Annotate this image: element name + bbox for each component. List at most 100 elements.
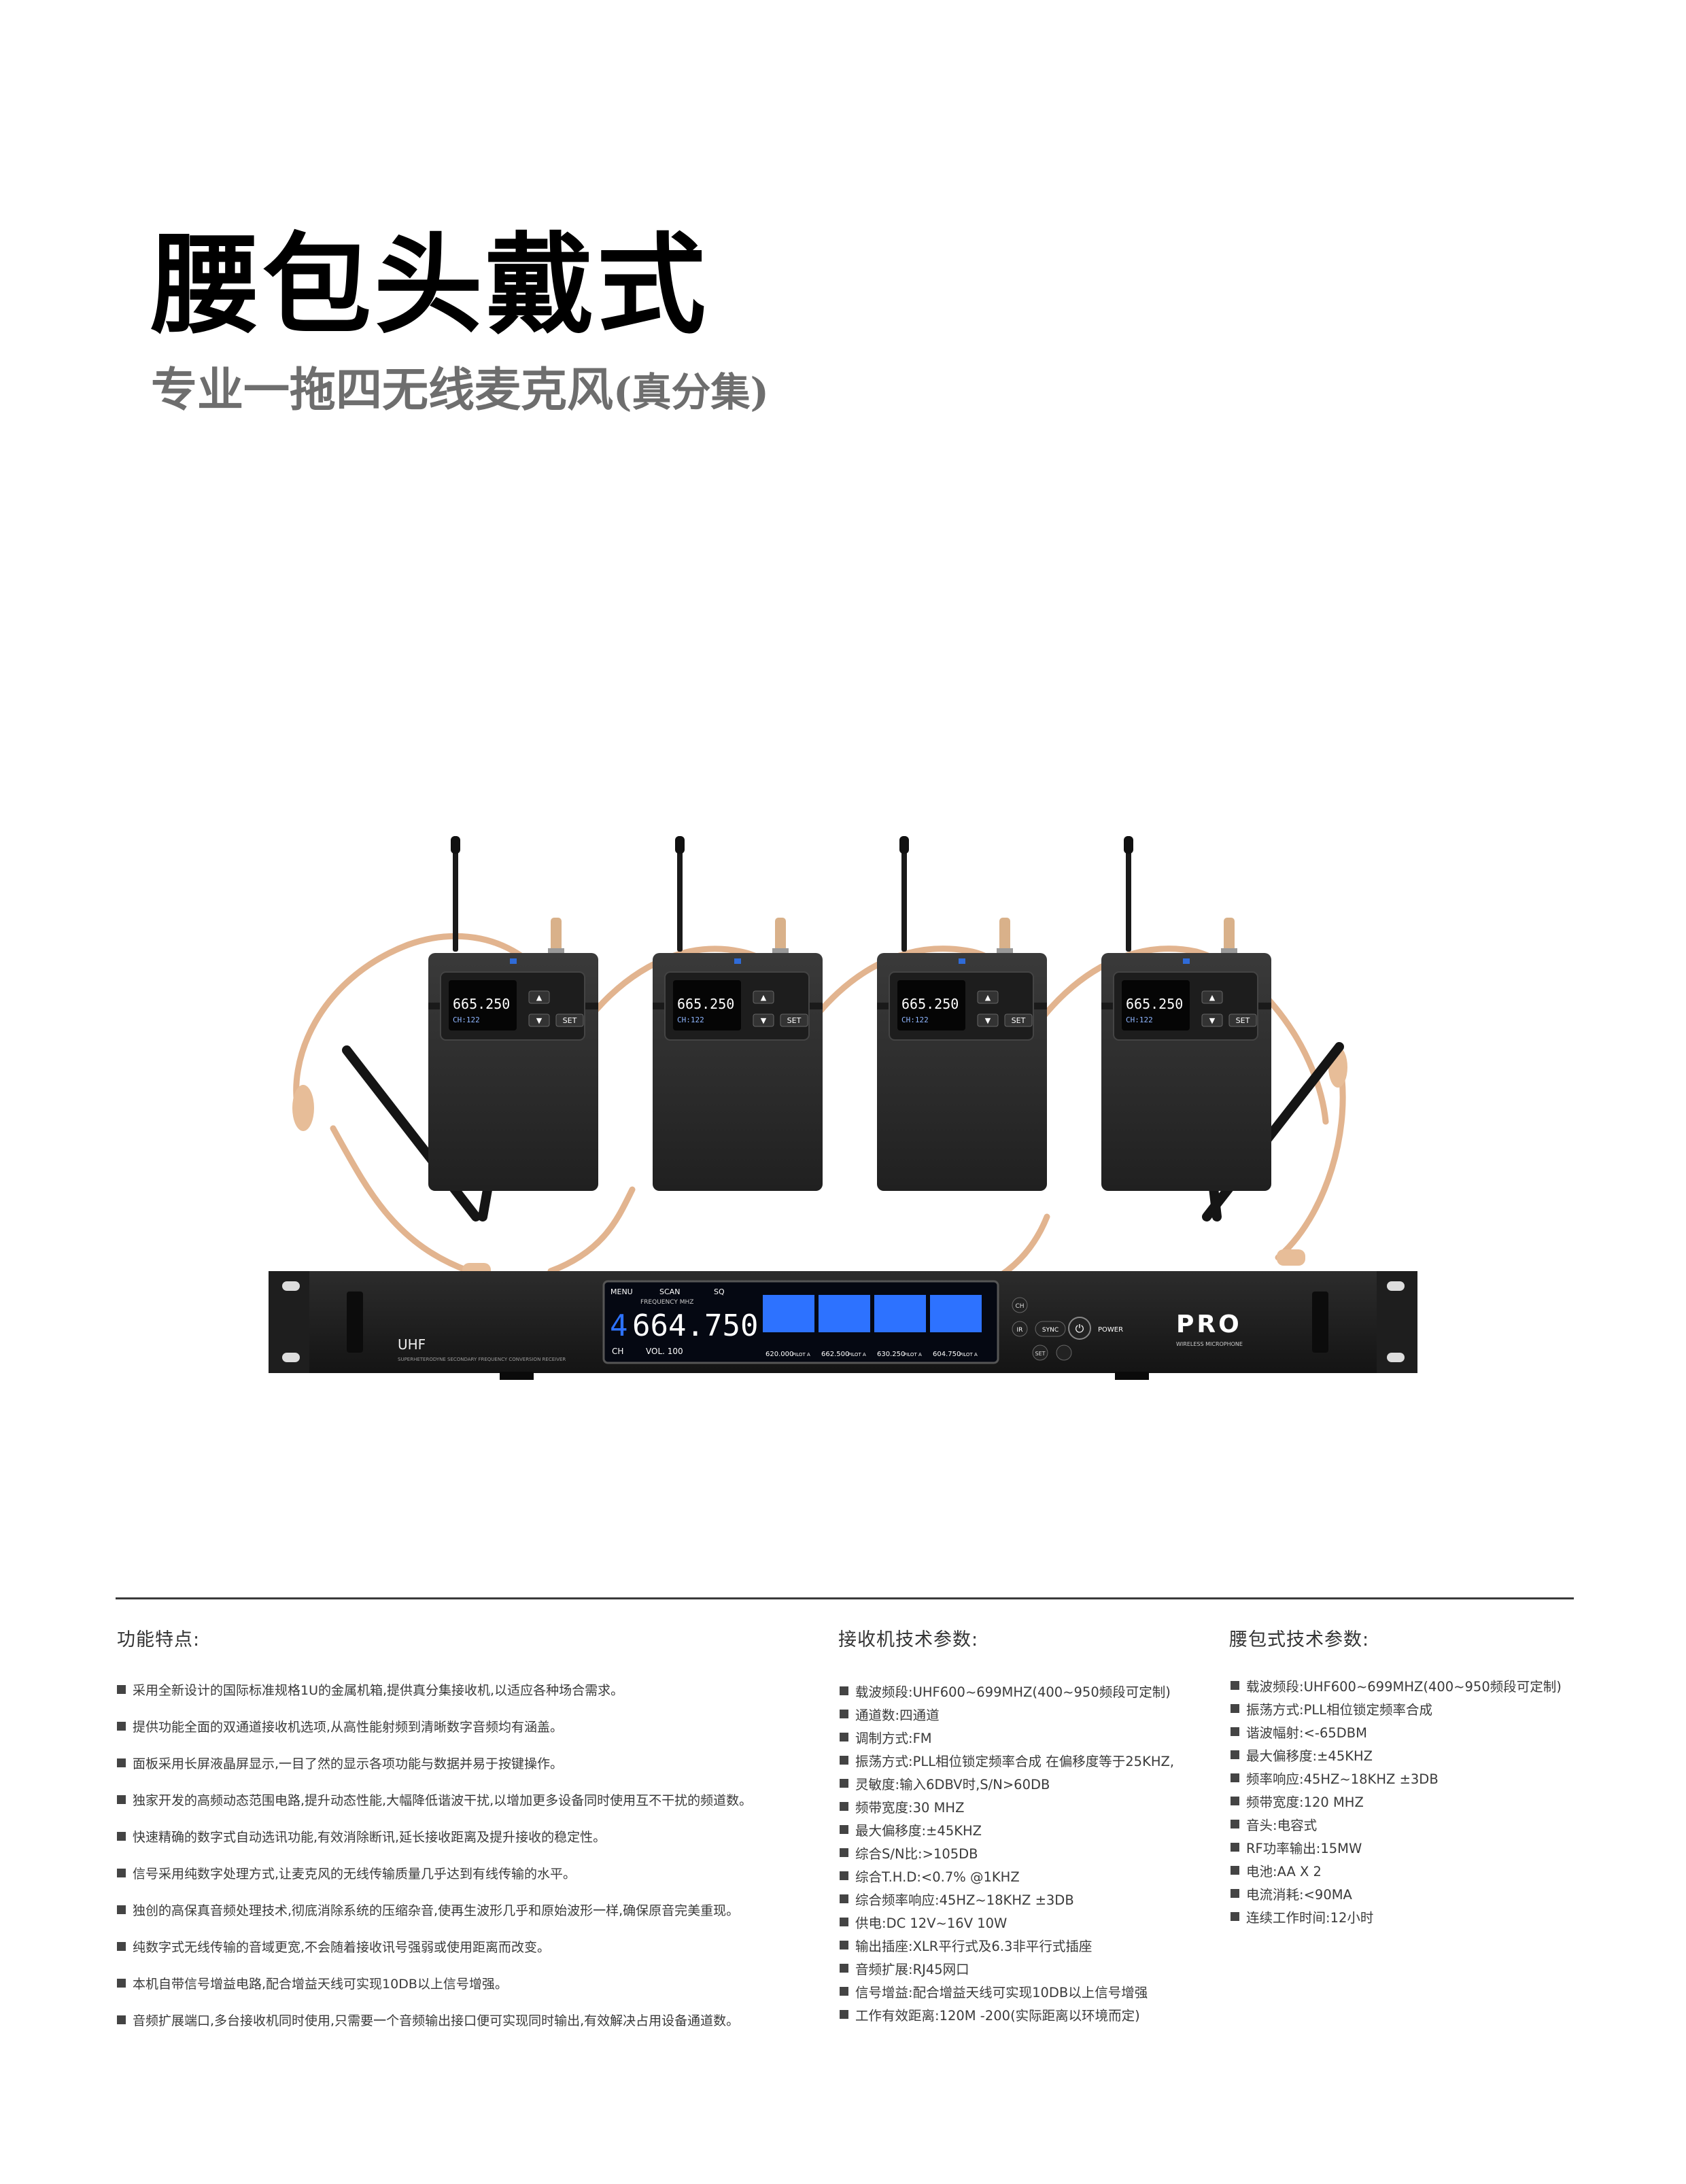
section-divider (116, 1597, 1574, 1599)
product-image: 665.250 CH:122 665.250 CH:122 665.250 CH… (269, 836, 1417, 1380)
pack1-down-button: ▼ (536, 1016, 543, 1025)
pack1-up-button: ▲ (536, 993, 543, 1002)
receiver-spec-item: 供电:DC 12V~16V 10W (840, 1910, 1174, 1933)
channel-3-freq: 630.250 (877, 1351, 905, 1358)
receiver-spec-item: 信号增益:配合增益天线可实现10DB以上信号增强 (840, 1979, 1174, 2003)
bodypack-spec-item: 连续工作时间:12小时 (1231, 1905, 1562, 1928)
lcd-menu: MENU (610, 1287, 633, 1296)
bodypack-screens: 665.250 CH:122 665.250 CH:122 665.250 CH… (453, 996, 1183, 1024)
receiver-spec-item: 灵敏度:输入6DBV时,S/N>60DB (840, 1771, 1174, 1795)
pack1-freq: 665.250 (453, 996, 510, 1012)
feature-item: 独创的高保真音频处理技术,彻底消除系统的压缩杂音,使再生波形几乎和原始波形一样,… (117, 1891, 752, 1928)
bodypack-2 (652, 836, 823, 1192)
pack2-freq: 665.250 (677, 996, 734, 1012)
channel-2-freq: 662.500 (821, 1351, 849, 1358)
feature-item: 面板采用长屏液晶屏显示,一目了然的显示各项功能与数据并易于按键操作。 (117, 1744, 752, 1781)
receiver-spec-item: 工作有效距离:120M -200(实际距离以环境而定) (840, 2003, 1174, 2026)
bodypack-spec-item: 电流消耗:<90MA (1231, 1882, 1562, 1905)
receiver-spec-item: 频带宽度:30 MHZ (840, 1795, 1174, 1818)
receiver-spec-item: 通道数:四通道 (840, 1702, 1174, 1725)
bodypack-specs-title: 腰包式技术参数: (1229, 1629, 1370, 1650)
pack3-up-button: ▲ (985, 993, 991, 1002)
pack3-freq: 665.250 (901, 996, 959, 1012)
pack4-freq: 665.250 (1126, 996, 1183, 1012)
pack4-up-button: ▲ (1209, 993, 1216, 1002)
subtitle-paren: (真分集) (613, 369, 769, 415)
page-title: 腰包头戴式 (151, 222, 709, 349)
receiver-spec-item: 综合频率响应:45HZ~18KHZ ±3DB (840, 1887, 1174, 1910)
pack4-down-button: ▼ (1209, 1016, 1216, 1025)
set-button: SET (1035, 1351, 1045, 1357)
bodypack-spec-item: 载波频段:UHF600~699MHZ(400~950频段可定制) (1231, 1674, 1562, 1697)
feature-item: 音频扩展端口,多台接收机同时使用,只需要一个音频输出接口便可实现同时输出,有效解… (117, 2001, 752, 2038)
bodypack-4 (1101, 836, 1272, 1192)
pack2-set-button: SET (787, 1016, 802, 1025)
receiver-spec-item: 振荡方式:PLL相位锁定频率合成 在偏移度等于25KHZ, (840, 1748, 1174, 1771)
bodypack-spec-item: 音头:电容式 (1231, 1812, 1562, 1835)
pack1-set-button: SET (563, 1016, 577, 1025)
sync-button: SYNC (1042, 1327, 1059, 1334)
ch-button: CH (1015, 1303, 1024, 1310)
receiver-unit (269, 1271, 1417, 1380)
feature-item: 独家开发的高频动态范围电路,提升动态性能,大幅降低谐波干扰,以增加更多设备同时使… (117, 1781, 752, 1818)
receiver-spec-item: 最大偏移度:±45KHZ (840, 1818, 1174, 1841)
power-icon: ⏻ (1076, 1322, 1084, 1335)
brand-sub: WIRELESS MICROPHONE (1176, 1341, 1243, 1347)
bodypack-spec-item: 振荡方式:PLL相位锁定频率合成 (1231, 1697, 1562, 1720)
bodypack-spec-item: 谐波幅射:<-65DBM (1231, 1720, 1562, 1743)
feature-item: 信号采用纯数字处理方式,让麦克风的无线传输质量几乎达到有线传输的水平。 (117, 1854, 752, 1891)
pack2-down-button: ▼ (761, 1016, 767, 1025)
receiver-specs-title: 接收机技术参数: (838, 1629, 979, 1650)
feature-item: 采用全新设计的国际标准规格1U的金属机箱,提供真分集接收机,以适应各种场合需求。 (117, 1671, 752, 1708)
receiver-spec-item: 输出插座:XLR平行式及6.3非平行式插座 (840, 1933, 1174, 1956)
lcd-frequency: 664.750 (632, 1308, 758, 1343)
bodypack-spec-item: 电池:AA X 2 (1231, 1858, 1562, 1882)
lcd-freq-label: FREQUENCY MHZ (640, 1299, 693, 1306)
lcd-ch: CH (612, 1347, 623, 1356)
features-title: 功能特点: (117, 1629, 201, 1650)
receiver-specs-list: 载波频段:UHF600~699MHZ(400~950频段可定制) 通道数:四通道… (840, 1679, 1174, 2026)
subtitle-main: 专业一拖四无线麦克风 (151, 363, 614, 417)
receiver-band: UHF (398, 1336, 426, 1353)
feature-item: 提供功能全面的双通道接收机选项,从高性能射频到清晰数字音频均有涵盖。 (117, 1708, 752, 1744)
pack4-set-button: SET (1236, 1016, 1250, 1025)
bodypack-spec-item: RF功率输出:15MW (1231, 1835, 1562, 1858)
channel-2-pilot: PILOT A (848, 1352, 866, 1357)
pack1-ch: CH:122 (453, 1016, 480, 1024)
channel-4-pilot: PILOT A (959, 1352, 978, 1357)
features-list: 采用全新设计的国际标准规格1U的金属机箱,提供真分集接收机,以适应各种场合需求。… (117, 1671, 752, 2038)
channel-meters (763, 1295, 982, 1332)
receiver-tagline: SUPERHETERODYNE SECONDARY FREQUENCY CONV… (398, 1357, 566, 1362)
ir-button: IR (1017, 1327, 1023, 1334)
bodypack-spec-item: 频率响应:45HZ~18KHZ ±3DB (1231, 1766, 1562, 1789)
lcd-volume: VOL. 100 (646, 1347, 683, 1356)
channel-1-freq: 620.000 (765, 1351, 793, 1358)
bodypack-buttons: ▲ ▼ SET ▲ ▼ SET ▲ ▼ SET ▲ ▼ SET (528, 990, 1257, 1027)
receiver-spec-item: 音频扩展:RJ45网口 (840, 1956, 1174, 1979)
receiver-spec-item: 载波频段:UHF600~699MHZ(400~950频段可定制) (840, 1679, 1174, 1702)
channel-4-freq: 604.750 (933, 1351, 961, 1358)
feature-item: 纯数字式无线传输的音域更宽,不会随着接收讯号强弱或使用距离而改变。 (117, 1928, 752, 1964)
feature-item: 快速精确的数字式自动选讯功能,有效消除断讯,延长接收距离及提升接收的稳定性。 (117, 1818, 752, 1854)
pack4-ch: CH:122 (1126, 1016, 1153, 1024)
pack3-set-button: SET (1012, 1016, 1026, 1025)
bodypack-specs-list: 载波频段:UHF600~699MHZ(400~950频段可定制) 振荡方式:PL… (1231, 1674, 1562, 1928)
receiver-spec-item: 调制方式:FM (840, 1725, 1174, 1748)
bodypack-1 (428, 836, 599, 1192)
pack2-ch: CH:122 (677, 1016, 704, 1024)
channel-3-pilot: PILOT A (904, 1352, 922, 1357)
channel-1-pilot: PILOT A (792, 1352, 810, 1357)
bodypack-3 (876, 836, 1048, 1192)
feature-item: 本机自带信号增益电路,配合增益天线可实现10DB以上信号增强。 (117, 1964, 752, 2001)
bodypack-spec-item: 最大偏移度:±45KHZ (1231, 1743, 1562, 1766)
receiver-spec-item: 综合T.H.D:<0.7% @1KHZ (840, 1864, 1174, 1887)
receiver-labels: UHF SUPERHETERODYNE SECONDARY FREQUENCY … (398, 1287, 1243, 1362)
bodypack-spec-item: 频带宽度:120 MHZ (1231, 1789, 1562, 1812)
lcd-sq: SQ (714, 1287, 725, 1296)
pack2-up-button: ▲ (761, 993, 767, 1002)
brand-logo: PRO (1176, 1311, 1242, 1338)
receiver-spec-item: 综合S/N比:>105DB (840, 1841, 1174, 1864)
lcd-scan: SCAN (659, 1287, 680, 1296)
pack3-down-button: ▼ (985, 1016, 991, 1025)
page-subtitle: 专业一拖四无线麦克风(真分集) (151, 367, 769, 413)
